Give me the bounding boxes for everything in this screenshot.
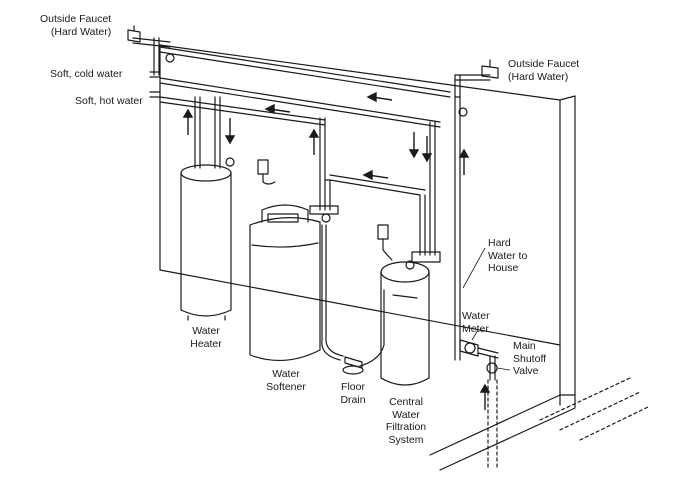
water-heater-drawing bbox=[180, 96, 235, 321]
arrow-up-softener bbox=[308, 128, 320, 155]
arrow-down-filter-1 bbox=[408, 132, 420, 159]
label-floor-drain: Floor Drain bbox=[340, 381, 366, 406]
right-faucet-pipe bbox=[454, 59, 499, 361]
arrow-up-inlet bbox=[479, 383, 491, 410]
arrow-left-main-top bbox=[366, 91, 393, 103]
flow-arrows bbox=[182, 91, 491, 410]
meter-shutoff-drawing bbox=[459, 339, 499, 471]
leader-lines bbox=[462, 247, 511, 371]
arrow-down-filter-2 bbox=[421, 136, 433, 163]
label-main-shutoff: Main Shutoff Valve bbox=[513, 340, 547, 377]
label-hard-water: Hard Water to House bbox=[488, 237, 528, 274]
arrow-left-softener bbox=[264, 103, 291, 115]
floor-drain-drawing bbox=[342, 356, 364, 375]
arrow-up-main bbox=[458, 148, 470, 175]
label-soft-hot: Soft, hot water bbox=[75, 95, 143, 107]
filtration-drawing bbox=[359, 121, 441, 386]
arrow-up-heater-left bbox=[182, 108, 194, 135]
label-outside-faucet-left: Outside Faucet (Hard Water) bbox=[40, 13, 112, 38]
arrow-down-heater-right bbox=[224, 118, 236, 145]
water-softener-drawing bbox=[249, 117, 426, 362]
label-filtration-system: Central Water Filtration System bbox=[385, 396, 427, 446]
label-water-heater: Water Heater bbox=[190, 325, 222, 350]
label-outside-faucet-right: Outside Faucet (Hard Water) bbox=[508, 58, 580, 83]
main-pipes bbox=[149, 46, 451, 128]
label-water-meter: Water Meter bbox=[462, 310, 490, 335]
label-water-softener: Water Softener bbox=[266, 368, 306, 393]
label-soft-cold: Soft, cold water bbox=[50, 68, 123, 80]
wall-outlets bbox=[257, 159, 393, 261]
left-faucet-pipe bbox=[127, 25, 175, 76]
arrow-left-filter bbox=[362, 169, 389, 181]
